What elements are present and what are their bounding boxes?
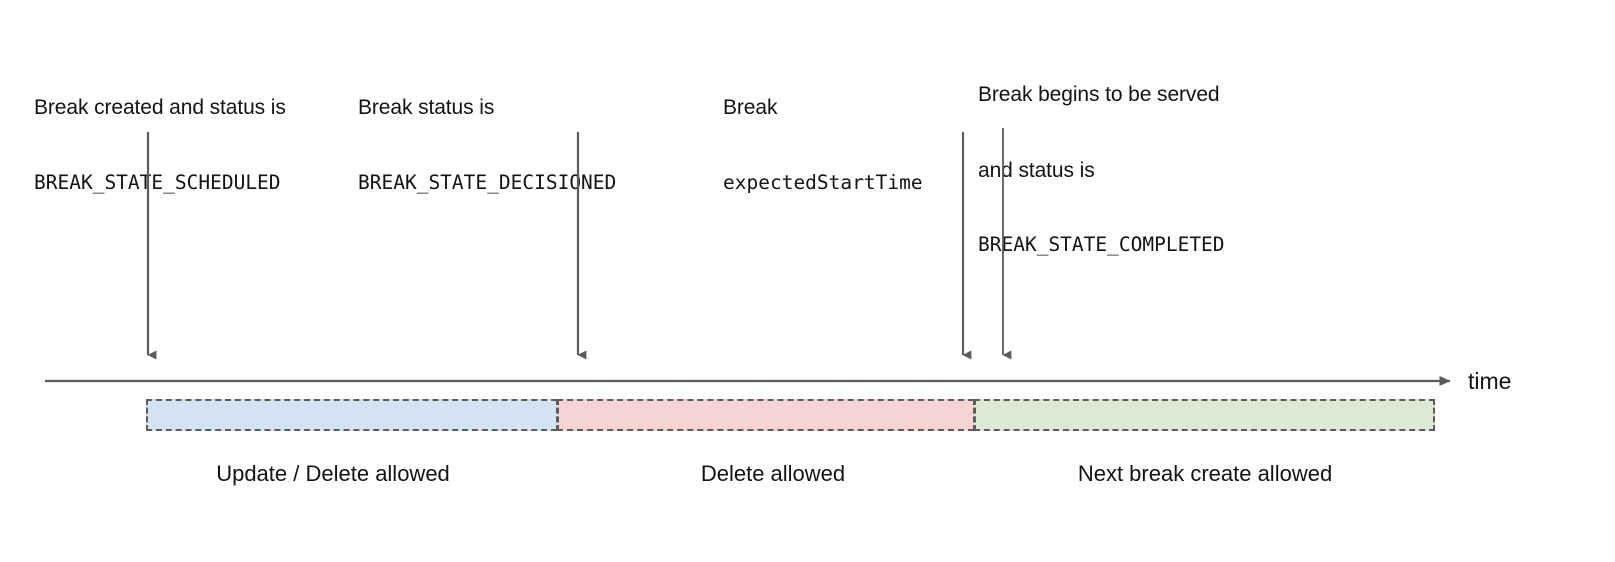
timeline-segment-divider	[973, 399, 975, 431]
segment-caption-completed: Next break create allowed	[1077, 461, 1333, 486]
annotation-break-created: Break created and status is BREAK_STATE_…	[34, 48, 286, 242]
timeline-segment-decisioned	[557, 399, 974, 431]
annotation-break-decisioned: Break status is BREAK_STATE_DECISIONED	[358, 48, 616, 242]
annotation-line-code: BREAK_STATE_COMPLETED	[978, 232, 1225, 256]
annotation-break-expected-start-time: Break expectedStartTime	[723, 48, 923, 242]
segment-caption-scheduled: Update / Delete allowed	[216, 461, 450, 486]
annotation-line: Break status is	[358, 96, 495, 120]
annotation-line-code: BREAK_STATE_DECISIONED	[358, 170, 617, 194]
annotation-line: Break	[723, 96, 778, 120]
time-axis-label: time	[1468, 368, 1512, 394]
timeline-segment-scheduled	[146, 399, 557, 431]
annotation-line-code: BREAK_STATE_SCHEDULED	[34, 170, 281, 194]
annotation-break-completed: Break begins to be served and status is …	[978, 35, 1225, 304]
annotation-line: Break begins to be served	[978, 83, 1220, 107]
timeline-segment-divider	[556, 399, 558, 431]
segment-caption-decisioned: Delete allowed	[700, 461, 846, 486]
timeline-segment-completed	[974, 399, 1435, 431]
annotation-line-code: expectedStartTime	[723, 170, 923, 194]
annotation-line: and status is	[978, 158, 1095, 182]
annotation-line: Break created and status is	[34, 96, 286, 120]
